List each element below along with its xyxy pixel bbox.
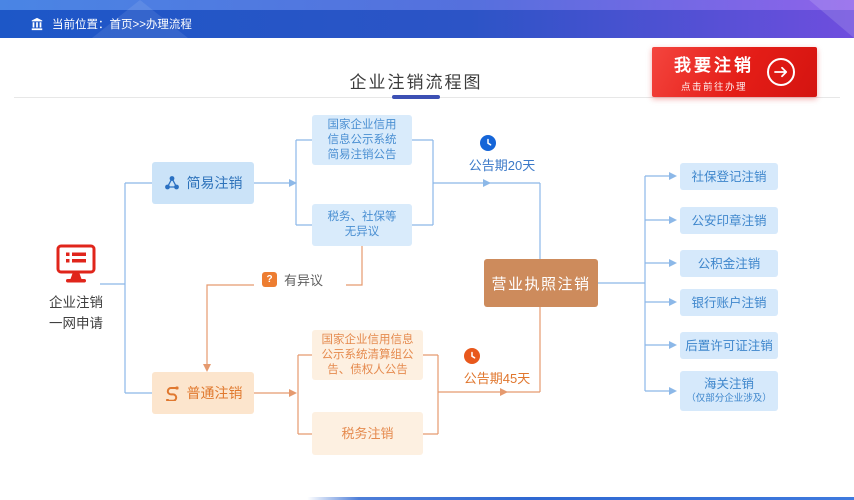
- simple-announce-line1: 国家企业信用: [327, 118, 397, 131]
- simple-label: 简易注销: [186, 175, 243, 191]
- node-outcome-police-seal: 公安印章注销: [680, 207, 778, 234]
- node-outcome-customs: 海关注销 （仅部分企业涉及）: [680, 371, 778, 411]
- customs-note: （仅部分企业涉及）: [686, 392, 772, 404]
- cta-title: 我要注销: [674, 56, 754, 75]
- home-building-icon: [30, 17, 44, 31]
- start-node-label: 企业注销 一网申请: [38, 292, 114, 334]
- node-business-license-deregistration: 营业执照注销: [484, 259, 598, 307]
- node-simple-deregistration: 简易注销: [152, 162, 254, 204]
- simple-announce-line2: 信息公示系统: [327, 133, 397, 146]
- liquidation-line2: 公示系统清算组公: [321, 348, 414, 361]
- no-objection-line1: 税务、社保等: [327, 211, 397, 223]
- cta-subtitle: 点击前往办理: [680, 82, 747, 93]
- liquidation-line1: 国家企业信用信息: [321, 333, 414, 346]
- route-path-icon: [164, 385, 180, 401]
- node-no-objection: 税务、社保等 无异议: [312, 204, 412, 246]
- start-line2: 一网申请: [49, 316, 103, 331]
- simple-announce-line3: 简易注销公告: [327, 148, 397, 161]
- question-mark-icon: ?: [262, 272, 277, 287]
- node-outcome-housing-fund: 公积金注销: [680, 250, 778, 277]
- node-tax-deregistration: 税务注销: [312, 412, 423, 455]
- cta-text: 我要注销 点击前往办理: [674, 51, 754, 93]
- footer-accent-bar: [0, 497, 854, 500]
- breadcrumb-label: 当前位置：首页>>办理流程: [52, 19, 192, 31]
- computer-monitor-icon: [54, 244, 98, 291]
- node-liquidation-announcement: 国家企业信用信息 公示系统清算组公 告、债权人公告: [312, 330, 423, 380]
- circle-arrow-right-icon: [767, 58, 795, 86]
- node-ordinary-deregistration: 普通注销: [152, 372, 254, 414]
- header-bar: [0, 10, 854, 38]
- objection-node: ? 有异议: [262, 270, 323, 289]
- node-outcome-social-security: 社保登记注销: [680, 163, 778, 190]
- liquidation-line3: 告、债权人公告: [327, 363, 408, 376]
- no-objection-line2: 无异议: [344, 226, 380, 238]
- notice-period-45-label: 公告期45天: [463, 371, 531, 386]
- clock-icon-orange: [464, 348, 480, 364]
- ordinary-label: 普通注销: [186, 385, 243, 401]
- breadcrumb[interactable]: 当前位置：首页>>办理流程: [30, 10, 192, 38]
- node-outcome-bank-account: 银行账户注销: [680, 289, 778, 316]
- start-line1: 企业注销: [49, 295, 103, 310]
- clock-icon-blue: [480, 135, 496, 151]
- title-accent-bar: [392, 95, 440, 99]
- share-network-icon: [164, 175, 180, 191]
- page-title: 企业注销流程图: [349, 73, 483, 92]
- customs-label: 海关注销: [703, 376, 754, 391]
- node-simple-announcement: 国家企业信用 信息公示系统 简易注销公告: [312, 115, 412, 165]
- notice-period-20-label: 公告期20天: [468, 158, 536, 173]
- header-top-strip: [0, 0, 854, 10]
- deregister-cta-button[interactable]: 我要注销 点击前往办理: [652, 47, 817, 97]
- node-outcome-post-license: 后置许可证注销: [680, 332, 778, 359]
- objection-label: 有异议: [284, 273, 324, 288]
